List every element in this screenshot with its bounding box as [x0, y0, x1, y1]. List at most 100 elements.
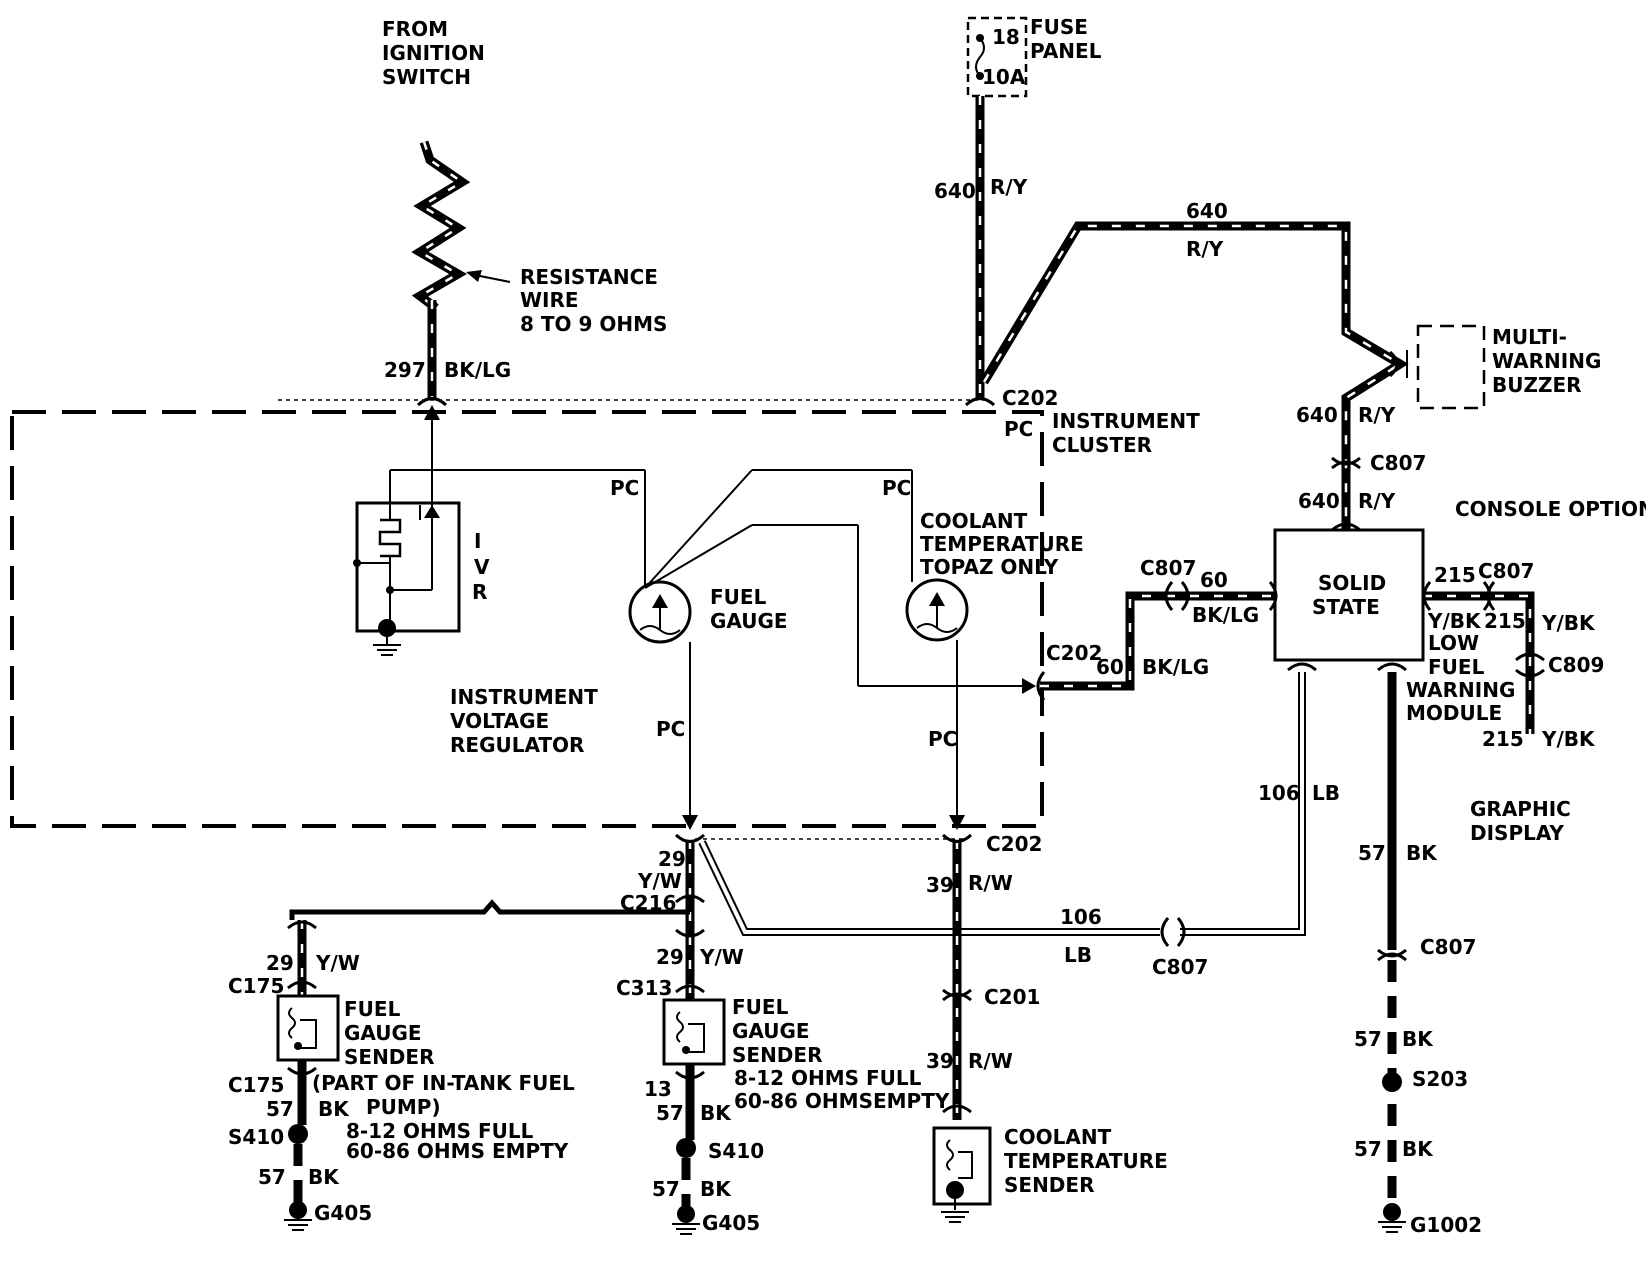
wire-13-number: 13	[644, 1077, 672, 1101]
wire-640-color: R/Y	[990, 175, 1028, 199]
wire-29-mid-number: 29	[656, 945, 684, 969]
c202-60-label: C202	[1046, 641, 1102, 665]
coolant-sender-label: COOLANT TEMPERATURE SENDER	[1004, 1125, 1175, 1197]
wire-60-lower-color: BK/LG	[1142, 655, 1209, 679]
c175-lower-label: C175	[228, 1073, 284, 1097]
wire-640-ss-color: R/Y	[1358, 489, 1396, 513]
s203-label: S203	[1412, 1067, 1468, 1091]
wire-60-lower-number: 60	[1096, 655, 1124, 679]
wire-29-mid-color: Y/W	[699, 945, 744, 969]
c201-label: C201	[984, 985, 1040, 1009]
wire-106-upper-color: LB	[1312, 781, 1340, 805]
wire-215-upper-number: 215	[1434, 563, 1476, 587]
wire-106-lower-color: LB	[1064, 943, 1092, 967]
pc-c202-label: PC	[1004, 417, 1033, 441]
pc-fuel-label: PC	[656, 717, 685, 741]
fuel-sender-left-box	[276, 994, 340, 1062]
wire-640-buzzer-color: R/Y	[1358, 403, 1396, 427]
wire-57-mid-lower-color: BK	[700, 1177, 732, 1201]
from-ignition-label: FROM IGNITION SWITCH	[382, 17, 492, 89]
wire-39-upper-number: 39	[926, 873, 954, 897]
wire-640-top-number: 640	[1186, 199, 1228, 223]
wire-57-ss-color: BK	[1406, 841, 1438, 865]
wire-60-upper-color: BK/LG	[1192, 603, 1259, 627]
fuel-sender-left-label: FUEL GAUGE SENDER	[344, 997, 434, 1069]
fuse-18-label: 18	[992, 25, 1020, 49]
wire-640-number: 640	[934, 179, 976, 203]
console-option-label: CONSOLE OPTION	[1455, 497, 1646, 521]
s410-left-label: S410	[228, 1125, 284, 1149]
wire-29-upper-color: Y/W	[637, 869, 682, 893]
coolant-temperature-label: COOLANT TEMPERATURE TOPAZ ONLY	[920, 509, 1091, 579]
wire-29-left-color: Y/W	[315, 951, 360, 975]
multi-warning-buzzer-label: MULTI- WARNING BUZZER	[1492, 325, 1608, 397]
fuel-sender-mid-label: FUEL GAUGE SENDER 8-12 OHMS FULL 60-86 O…	[732, 995, 950, 1113]
low-fuel-warning-module-label: LOW FUEL WARNING MODULE	[1406, 631, 1522, 725]
g405-mid-label: G405	[702, 1211, 760, 1235]
pc-ivr-label: PC	[610, 476, 639, 500]
wire-57-left-lower-color: BK	[308, 1165, 340, 1189]
pc-coolant-lower-label: PC	[928, 727, 957, 751]
wire-215-lower-number: 215	[1482, 727, 1524, 751]
resistance-wire-label: RESISTANCE WIRE 8 TO 9 OHMS	[520, 265, 667, 336]
graphic-display-label: GRAPHIC DISPLAY	[1470, 797, 1578, 845]
c807-106-label: C807	[1152, 955, 1208, 979]
c202-top-label: C202	[1002, 386, 1058, 410]
wire-39-lower-color: R/W	[968, 1049, 1013, 1073]
wire-57-ss-lower-number: 57	[1354, 1027, 1382, 1051]
wire-57-ss-lower-color: BK	[1402, 1027, 1434, 1051]
wire-640-top-color: R/Y	[1186, 237, 1224, 261]
wire-215-mid-number: 215	[1484, 609, 1526, 633]
fuel-gauge-label: FUEL GAUGE	[710, 585, 788, 633]
c202-lower-label: C202	[986, 832, 1042, 856]
wire-57-mid-upper-color: BK	[700, 1101, 732, 1125]
fuel-sender-mid-box	[662, 998, 726, 1066]
s410-mid-label: S410	[708, 1139, 764, 1163]
fuse-10a-label: 10A	[982, 65, 1026, 89]
wire-60-upper-number: 60	[1200, 568, 1228, 592]
wire-57-ss-bottom-number: 57	[1354, 1137, 1382, 1161]
ivr-name-label: INSTRUMENT VOLTAGE REGULATOR	[450, 685, 605, 757]
resistance-wire	[411, 140, 471, 312]
wire-106-upper-number: 106	[1258, 781, 1300, 805]
wire-57-left-lower-number: 57	[258, 1165, 286, 1189]
c175-upper-label: C175	[228, 974, 284, 998]
fuse-panel-label: FUSE PANEL	[1030, 15, 1102, 63]
wire-57-mid-upper-number: 57	[656, 1101, 684, 1125]
wire-57-ss-bottom-color: BK	[1402, 1137, 1434, 1161]
c809-label: C809	[1548, 653, 1604, 677]
c807-215-label: C807	[1478, 559, 1534, 583]
c807-upper-label: C807	[1370, 451, 1426, 475]
c807-57-label: C807	[1420, 935, 1476, 959]
fuse-panel-box	[966, 16, 1028, 98]
solid-state-label: SOLID STATE	[1312, 571, 1393, 619]
wire-640-buzzer-number: 640	[1296, 403, 1338, 427]
fuel-sender-left-note: (PART OF IN-TANK FUEL PUMP) 8-12 OHMS FU…	[312, 1071, 582, 1163]
c216-label: C216	[620, 891, 676, 915]
wire-215-y-bk: Y/BK	[1427, 609, 1482, 633]
wire-215-lower-color: Y/BK	[1541, 727, 1596, 751]
ivr-box	[355, 501, 461, 633]
instrument-cluster-boundary	[10, 410, 1044, 828]
g1002-label: G1002	[1410, 1213, 1482, 1237]
multi-warning-buzzer-box	[1416, 324, 1486, 410]
wire-57-mid-lower-number: 57	[652, 1177, 680, 1201]
wire-39-lower-number: 39	[926, 1049, 954, 1073]
wire-297-number: 297	[384, 358, 426, 382]
instrument-cluster-label: INSTRUMENT CLUSTER	[1052, 409, 1207, 457]
wire-57-left-upper-number: 57	[266, 1097, 294, 1121]
ivr-letters: I V R	[472, 529, 496, 604]
g405-left-label: G405	[314, 1201, 372, 1225]
wire-57-ss-number: 57	[1358, 841, 1386, 865]
wire-640-ss-number: 640	[1298, 489, 1340, 513]
wire-29-upper-number: 29	[658, 847, 686, 871]
wire-106-lower-number: 106	[1060, 905, 1102, 929]
pc-coolant-label: PC	[882, 476, 911, 500]
wire-215-mid-color: Y/BK	[1541, 611, 1596, 635]
c313-label: C313	[616, 976, 672, 1000]
c807-60-label: C807	[1140, 556, 1196, 580]
wire-29-left-number: 29	[266, 951, 294, 975]
wire-57-left-upper-color: BK	[318, 1097, 350, 1121]
wire-39-upper-color: R/W	[968, 871, 1013, 895]
